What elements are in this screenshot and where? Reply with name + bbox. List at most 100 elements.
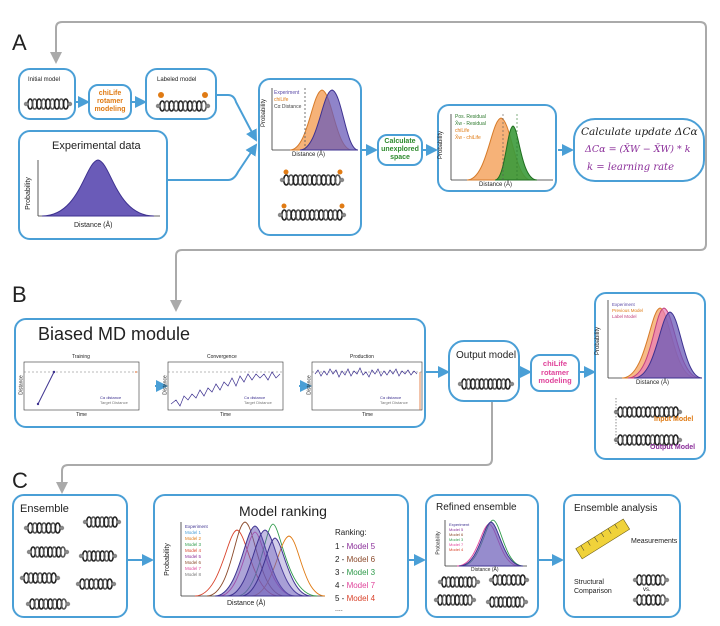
model-ranking-title: Model ranking — [239, 503, 327, 519]
helix-icon — [632, 594, 670, 606]
ref-legend-1: Model 5 — [449, 527, 464, 532]
ranking-item-1: 2 - Model 6 — [335, 555, 376, 564]
md-panel-2-ylabel: Distance — [306, 375, 313, 395]
helix-icon — [613, 406, 683, 418]
helix-icon — [457, 378, 515, 390]
labeled-helix-icon — [155, 92, 211, 112]
output-model-label: Output Model — [650, 444, 696, 451]
helix-icon — [437, 576, 481, 588]
exp-ylabel: Probability — [24, 177, 32, 210]
comp-legend-1: chiLife — [274, 97, 289, 103]
md-panel-1-legend-0: Cα distance — [244, 395, 266, 400]
analysis-graphics — [575, 518, 670, 606]
experimental-data-title: Experimental data — [52, 140, 141, 152]
md-panel-1-ylabel: Distance — [162, 375, 169, 395]
chilife-modeling-a: chiLife rotamer modeling — [88, 84, 132, 120]
ranking-more: .... — [335, 606, 343, 613]
ensemble-title: Ensemble — [20, 503, 69, 515]
arrow-labeled-to-compare — [215, 94, 257, 142]
loop-arrow-b-to-c — [56, 400, 493, 494]
residual-box: Pos. Residual X̄w - Residual chiLife X̄w… — [437, 104, 557, 192]
md-panel-1-legend-1: Target Distance — [244, 400, 272, 405]
rank-legend-8: Model 8 — [185, 572, 202, 577]
loop-arrow-top — [50, 21, 707, 240]
out-xlabel: Distance (Å) — [636, 380, 670, 386]
update-line3: k = learning rate — [587, 162, 674, 173]
rank-legend-2: Model 2 — [185, 536, 202, 541]
rank-xlabel: Distance (Å) — [227, 600, 266, 607]
helix-icon — [485, 596, 529, 608]
rank-ylabel: Probability — [163, 543, 171, 576]
helix-icon — [632, 574, 670, 586]
md-panel-2-legend-1: Target Distance — [380, 400, 408, 405]
comp-legend-0: Experiment — [274, 90, 300, 96]
resid-legend-1: X̄w - Residual — [455, 121, 486, 127]
helix-icon — [78, 550, 118, 562]
md-panels — [23, 361, 423, 411]
helix-icon — [23, 98, 73, 110]
md-panel-0-ylabel: Distance — [18, 375, 25, 395]
refined-plot — [433, 519, 530, 608]
output-comparison-plot — [607, 300, 703, 446]
experimental-plot — [37, 159, 160, 217]
md-panel-0-xlabel: Time — [76, 412, 87, 418]
biased-md-box: Biased MD module Training Convergence Pr… — [14, 318, 426, 428]
resid-legend-0: Pos. Residual — [455, 114, 486, 120]
md-panel-2-title: Production — [350, 354, 374, 360]
ref-legend-2: Model 6 — [449, 532, 464, 537]
helix-icon — [279, 174, 345, 186]
resid-legend-2: chiLife — [455, 128, 470, 134]
ref-legend-0: Experiment — [449, 522, 470, 527]
rank-legend-1: Model 1 — [185, 530, 202, 535]
structural-comparison-label: Structural Comparison — [574, 579, 612, 596]
resid-xlabel: Distance (Å) — [479, 182, 513, 188]
calc-unexplored-pill: Calculate unexplored space — [377, 134, 423, 166]
rank-legend-5: Model 5 — [185, 554, 202, 559]
helix-icon — [26, 546, 70, 558]
arrow-exp-to-compare — [168, 143, 258, 181]
md-panel-0-legend-0: Cα distance — [100, 395, 122, 400]
helix-icon — [433, 594, 477, 606]
ranking-item-4: 5 - Model 4 — [335, 594, 376, 603]
ranking-item-2: 3 - Model 3 — [335, 568, 376, 577]
out-ylabel: Probability — [595, 326, 602, 356]
model-ranking-box: Model ranking Experiment Model 1 Model 2… — [153, 494, 409, 618]
out-legend-1: Previous Model — [612, 308, 644, 313]
rank-legend-3: Model 3 — [185, 542, 202, 547]
ref-legend-5: Model 4 — [449, 547, 464, 552]
resid-ylabel: Probability — [438, 130, 445, 160]
md-panel-0-title: Training — [72, 354, 90, 360]
ref-legend-3: Model 3 — [449, 537, 464, 542]
ranking-title: Ranking: — [335, 528, 367, 537]
helix-icon — [155, 100, 211, 112]
output-model-box: Output model — [448, 340, 520, 402]
section-label-c: C — [12, 468, 28, 493]
comp-xlabel: Distance (Å) — [292, 152, 326, 158]
md-panel-2-legend-0: Cα distance — [380, 395, 402, 400]
section-label-b: B — [12, 282, 27, 307]
md-panel-1-title: Convergence — [207, 354, 237, 360]
helix-icon — [25, 598, 71, 610]
helix-icon — [23, 522, 65, 534]
md-panel-2-xlabel: Time — [362, 412, 373, 418]
output-model-title: Output model — [456, 350, 517, 361]
md-panel-0-legend-1: Target Distance — [100, 400, 128, 405]
measurements-label: Measurements — [631, 538, 678, 545]
ensemble-analysis-title: Ensemble analysis — [574, 503, 658, 514]
chilife-modeling-b: chiLife rotamer modeling — [530, 354, 580, 392]
comp-ylabel: Probability — [261, 98, 268, 128]
initial-model-label: Initial model — [28, 77, 61, 83]
helix-icon — [277, 209, 347, 221]
helix-icon — [613, 434, 683, 446]
rank-legend-0: Experiment — [185, 524, 208, 529]
helix-icon — [82, 516, 122, 528]
refined-ensemble-title: Refined ensemble — [436, 502, 517, 513]
ensemble-box: Ensemble — [12, 494, 128, 618]
ranking-item-0: 1 - Model 5 — [335, 542, 376, 551]
output-comparison-box: Experiment Previous Model Label Model Pr… — [594, 292, 706, 460]
input-model-label: Input Model — [654, 416, 694, 423]
biased-md-title: Biased MD module — [38, 324, 191, 344]
loop-arrow-a-to-b — [170, 240, 707, 312]
helix-icon — [488, 574, 530, 586]
